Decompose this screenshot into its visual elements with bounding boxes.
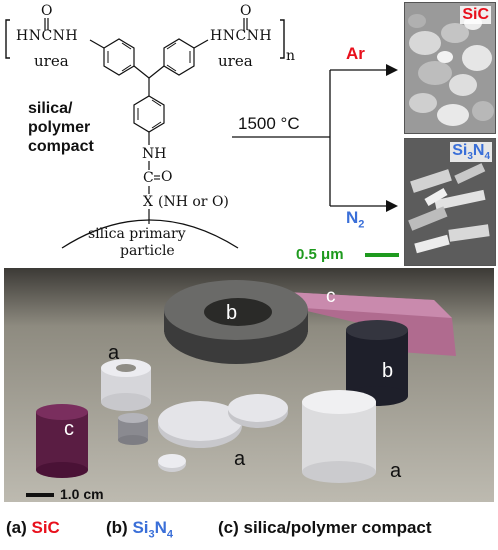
compact-label-line1: silica/ — [28, 100, 73, 117]
label-c-cylinder: c — [64, 418, 74, 440]
repeat-subscript: n — [286, 48, 296, 64]
left-urea-label: urea — [34, 52, 69, 70]
label-a-ring: a — [108, 342, 120, 364]
temperature-label: 1500 °C — [238, 114, 300, 133]
left-urea-group: HNCNH — [16, 28, 79, 44]
carbonyl-o: O — [161, 169, 173, 185]
sem-scale-label: 0.5 μm — [296, 246, 344, 263]
x-linker: X — [143, 194, 153, 210]
photo-scale-label: 1.0 cm — [60, 486, 104, 502]
right-urea-label: urea — [218, 52, 253, 70]
x-linker-note: (NH or O) — [158, 194, 229, 210]
label-a-cylinder: a — [390, 460, 402, 482]
silica-particle-surface — [61, 219, 239, 249]
sem-image-sic: SiC — [404, 2, 496, 134]
label-b-ring: b — [226, 302, 238, 324]
sem-label-sic: SiC — [460, 6, 491, 24]
nh-linker: NH — [142, 146, 167, 162]
sample-purple-cylinder — [36, 412, 88, 470]
benzene-ring-right — [163, 38, 195, 76]
particle-label-line2: particle — [120, 243, 175, 259]
sample-black-cylinder — [346, 330, 408, 396]
left-carbonyl-o: O — [41, 3, 53, 19]
compact-label-line3: compact — [28, 138, 94, 155]
ar-label: Ar — [346, 44, 365, 63]
right-bracket — [280, 19, 285, 59]
sample-photo — [4, 268, 494, 502]
sem-image-si3n4: Si3N4 — [404, 138, 496, 266]
sem-scale-bar — [365, 253, 399, 257]
compact-label-line2: polymer — [28, 119, 91, 136]
particle-label-line1: silica primary — [88, 226, 186, 242]
caption-c: (c) silica/polymer compact — [218, 518, 432, 537]
label-c-slab: c — [326, 286, 336, 307]
caption-b: (b) Si3N4 — [106, 518, 174, 541]
photo-scale-bar — [26, 493, 54, 497]
caption-a: (a) SiC — [6, 518, 60, 537]
carbonyl-c: C — [143, 170, 154, 186]
sample-small-cylinder — [118, 418, 148, 440]
left-bracket — [5, 19, 10, 59]
right-carbonyl-o: O — [240, 3, 252, 19]
label-a-disc: a — [234, 448, 246, 470]
right-urea-group: HNCNH — [210, 28, 273, 44]
sem-label-si3n4: Si3N4 — [450, 142, 492, 163]
n2-label: N2 — [346, 208, 365, 231]
label-b-cylinder: b — [382, 360, 394, 382]
polymer-structure-diagram — [5, 18, 399, 257]
